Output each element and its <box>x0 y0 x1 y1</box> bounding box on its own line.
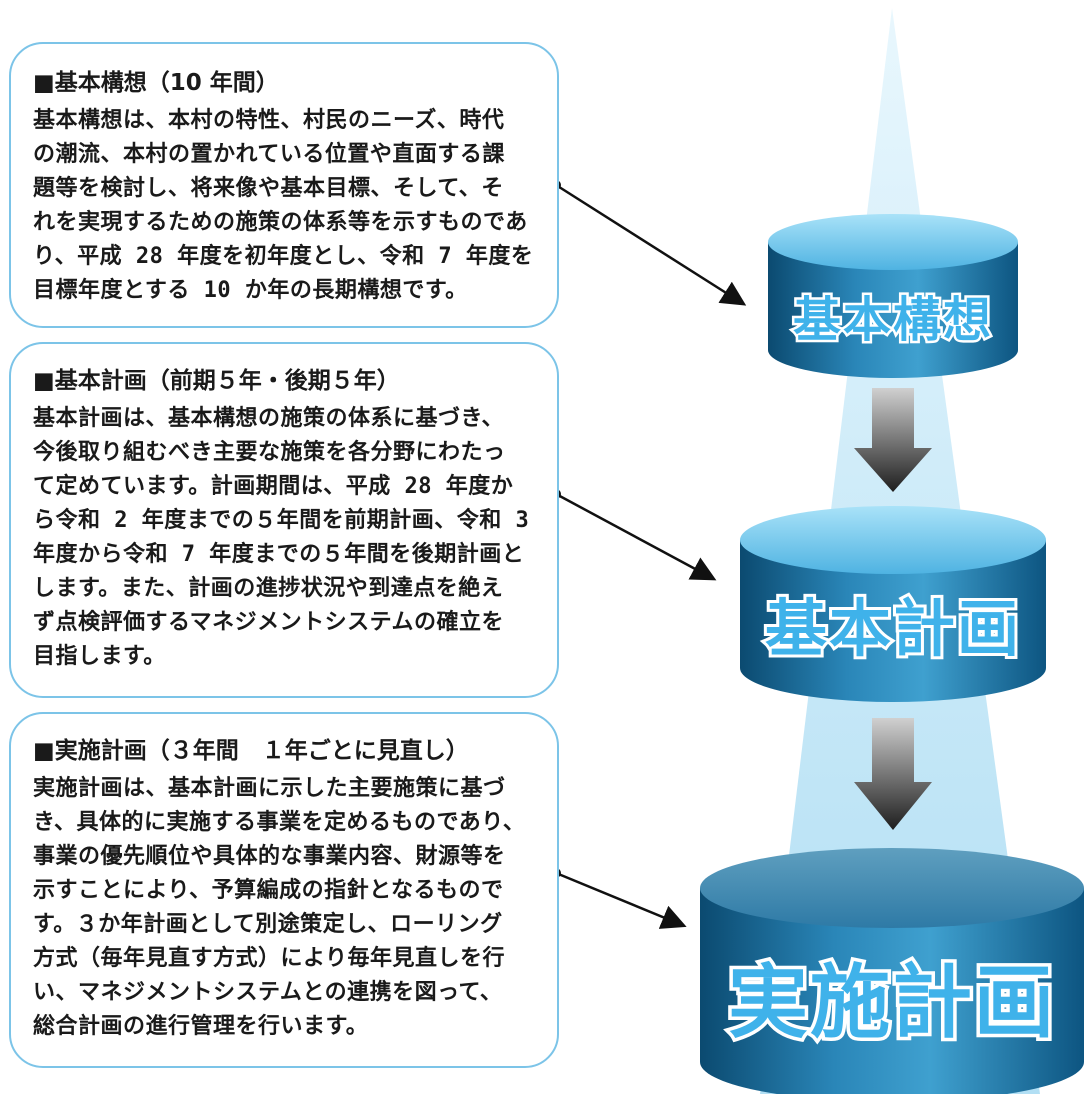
tier-label-kihon-keikaku: 基本計画 <box>765 592 1021 665</box>
section-body: 実施計画は、基本計画に示した主要施策に基づ き、具体的に実施する事業を定めるもの… <box>33 772 525 1044</box>
tier-3-cylinder <box>700 848 1084 1094</box>
tier-1-cylinder <box>768 214 1018 378</box>
section-box-kihon-koso: ■基本構想（10 年間） 基本構想は、本村の特性、村民のニーズ、時代 の潮流、本… <box>9 42 559 328</box>
down-arrow-icon <box>854 388 932 492</box>
body-line: 今後取り組むべき主要な施策を各分野にわたっ <box>33 440 506 465</box>
connector-arrow-icon <box>551 180 747 306</box>
section-heading: ■基本計画（前期５年・後期５年） <box>33 368 400 394</box>
section-heading: ■基本構想（10 年間） <box>33 70 279 96</box>
body-line: 基本構想は、本村の特性、村民のニーズ、時代 <box>33 108 505 133</box>
section-body: 基本計画は、基本構想の施策の体系に基づき、 今後取り組むべき主要な施策を各分野に… <box>33 402 529 674</box>
section-heading: ■実施計画（３年間 １年ごとに見直し） <box>33 738 469 764</box>
body-line: 目標年度とする 10 か年の長期構想です。 <box>33 278 468 303</box>
down-arrow-icon <box>854 718 932 830</box>
body-line: い、マネジメントシステムとの連携を図って、 <box>33 980 503 1005</box>
body-line: ら令和 2 年度までの５年間を前期計画、令和 3 <box>33 508 530 533</box>
tier-2-cylinder <box>740 506 1046 702</box>
body-line: 事業の優先順位や具体的な事業内容、財源等を <box>33 844 506 869</box>
body-line: て定めています。計画期間は、平成 28 年度か <box>33 474 514 499</box>
tier-label-jisshi-keikaku: 実施計画 <box>728 956 1056 1049</box>
body-line: 示すことにより、予算編成の指針となるもので <box>33 878 504 903</box>
body-line: の潮流、本村の置かれている位置や直面する課 <box>33 142 505 167</box>
body-line: 方式（毎年見直す方式）により毎年見直しを行 <box>33 946 506 971</box>
body-line: 目指します。 <box>33 644 166 669</box>
body-line: ず点検評価するマネジメントシステムの確立を <box>33 610 504 635</box>
section-body: 基本構想は、本村の特性、村民のニーズ、時代 の潮流、本村の置かれている位置や直面… <box>33 104 533 308</box>
body-line: 題等を検討し、将来像や基本目標、そして、そ <box>33 176 504 201</box>
section-box-kihon-keikaku: ■基本計画（前期５年・後期５年） 基本計画は、基本構想の施策の体系に基づき、 今… <box>9 342 559 698</box>
body-line: す。３か年計画として別途策定し、ローリング <box>33 912 503 937</box>
section-box-jisshi-keikaku: ■実施計画（３年間 １年ごとに見直し） 実施計画は、基本計画に示した主要施策に基… <box>9 712 559 1068</box>
body-line: 実施計画は、基本計画に示した主要施策に基づ <box>33 776 506 801</box>
body-line: き、具体的に実施する事業を定めるものであり、 <box>33 810 526 835</box>
body-line: 基本計画は、基本構想の施策の体系に基づき、 <box>33 406 504 431</box>
tier-label-kihon-koso: 基本構想 <box>793 292 993 348</box>
body-line: 総合計画の進行管理を行います。 <box>33 1014 369 1039</box>
body-line: り、平成 28 年度を初年度とし、令和 7 年度を <box>33 244 534 269</box>
body-line: します。また、計画の進捗状況や到達点を絶え <box>33 576 504 601</box>
connector-arrow-icon <box>551 868 687 929</box>
body-line: 年度から令和 7 年度までの５年間を後期計画と <box>33 542 525 567</box>
body-line: れを実現するための施策の体系等を示すものであ <box>33 210 528 235</box>
connector-arrow-icon <box>551 489 717 581</box>
